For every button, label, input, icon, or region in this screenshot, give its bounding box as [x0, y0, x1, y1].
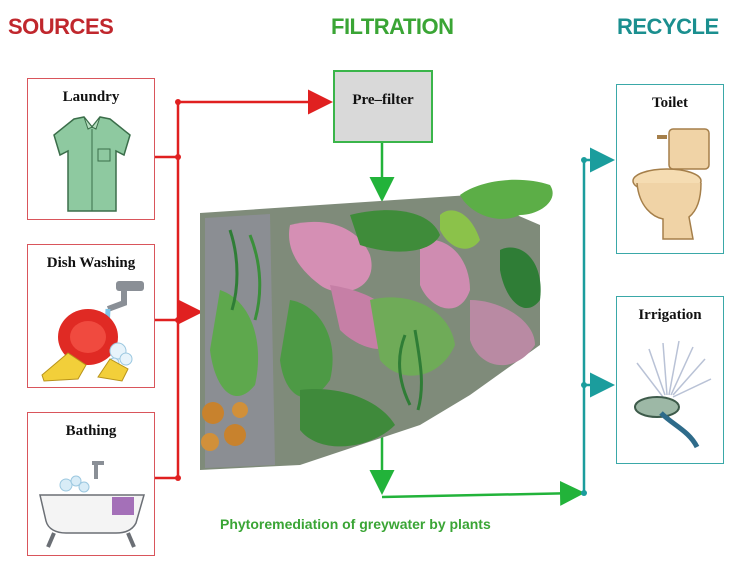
- recycle-header: RECYCLE: [617, 14, 719, 39]
- filtration-header: FILTRATION: [331, 14, 454, 39]
- recycle-connectors: [582, 147, 615, 493]
- source-dish-washing: Dish Washing: [27, 244, 155, 388]
- source-connectors: [155, 89, 333, 480]
- recycle-label: Toilet: [651, 95, 689, 111]
- filtration-connectors: [369, 143, 585, 506]
- source-label: Laundry: [62, 89, 120, 105]
- source-laundry: Laundry: [27, 78, 155, 220]
- sources-header: SOURCES: [8, 14, 114, 39]
- dish-washing-icon: [41, 281, 144, 382]
- source-bathing: Bathing: [27, 412, 155, 556]
- source-label: Bathing: [65, 423, 117, 439]
- sprinkler-icon: [634, 340, 712, 449]
- prefilter-label: Pre–filter: [352, 92, 414, 108]
- toilet-icon: [632, 128, 710, 240]
- recycle-toilet: Toilet: [616, 84, 724, 254]
- recycle-irrigation: Irrigation: [616, 296, 724, 464]
- source-label: Dish Washing: [46, 255, 136, 271]
- recycle-label: Irrigation: [638, 307, 702, 323]
- bathtub-icon: [39, 461, 145, 548]
- plant-wall-illustration: [200, 179, 553, 470]
- filtration-caption: Phytoremediation of greywater by plants: [220, 516, 491, 532]
- prefilter-box: Pre–filter: [333, 70, 433, 143]
- shirt-icon: [53, 116, 131, 212]
